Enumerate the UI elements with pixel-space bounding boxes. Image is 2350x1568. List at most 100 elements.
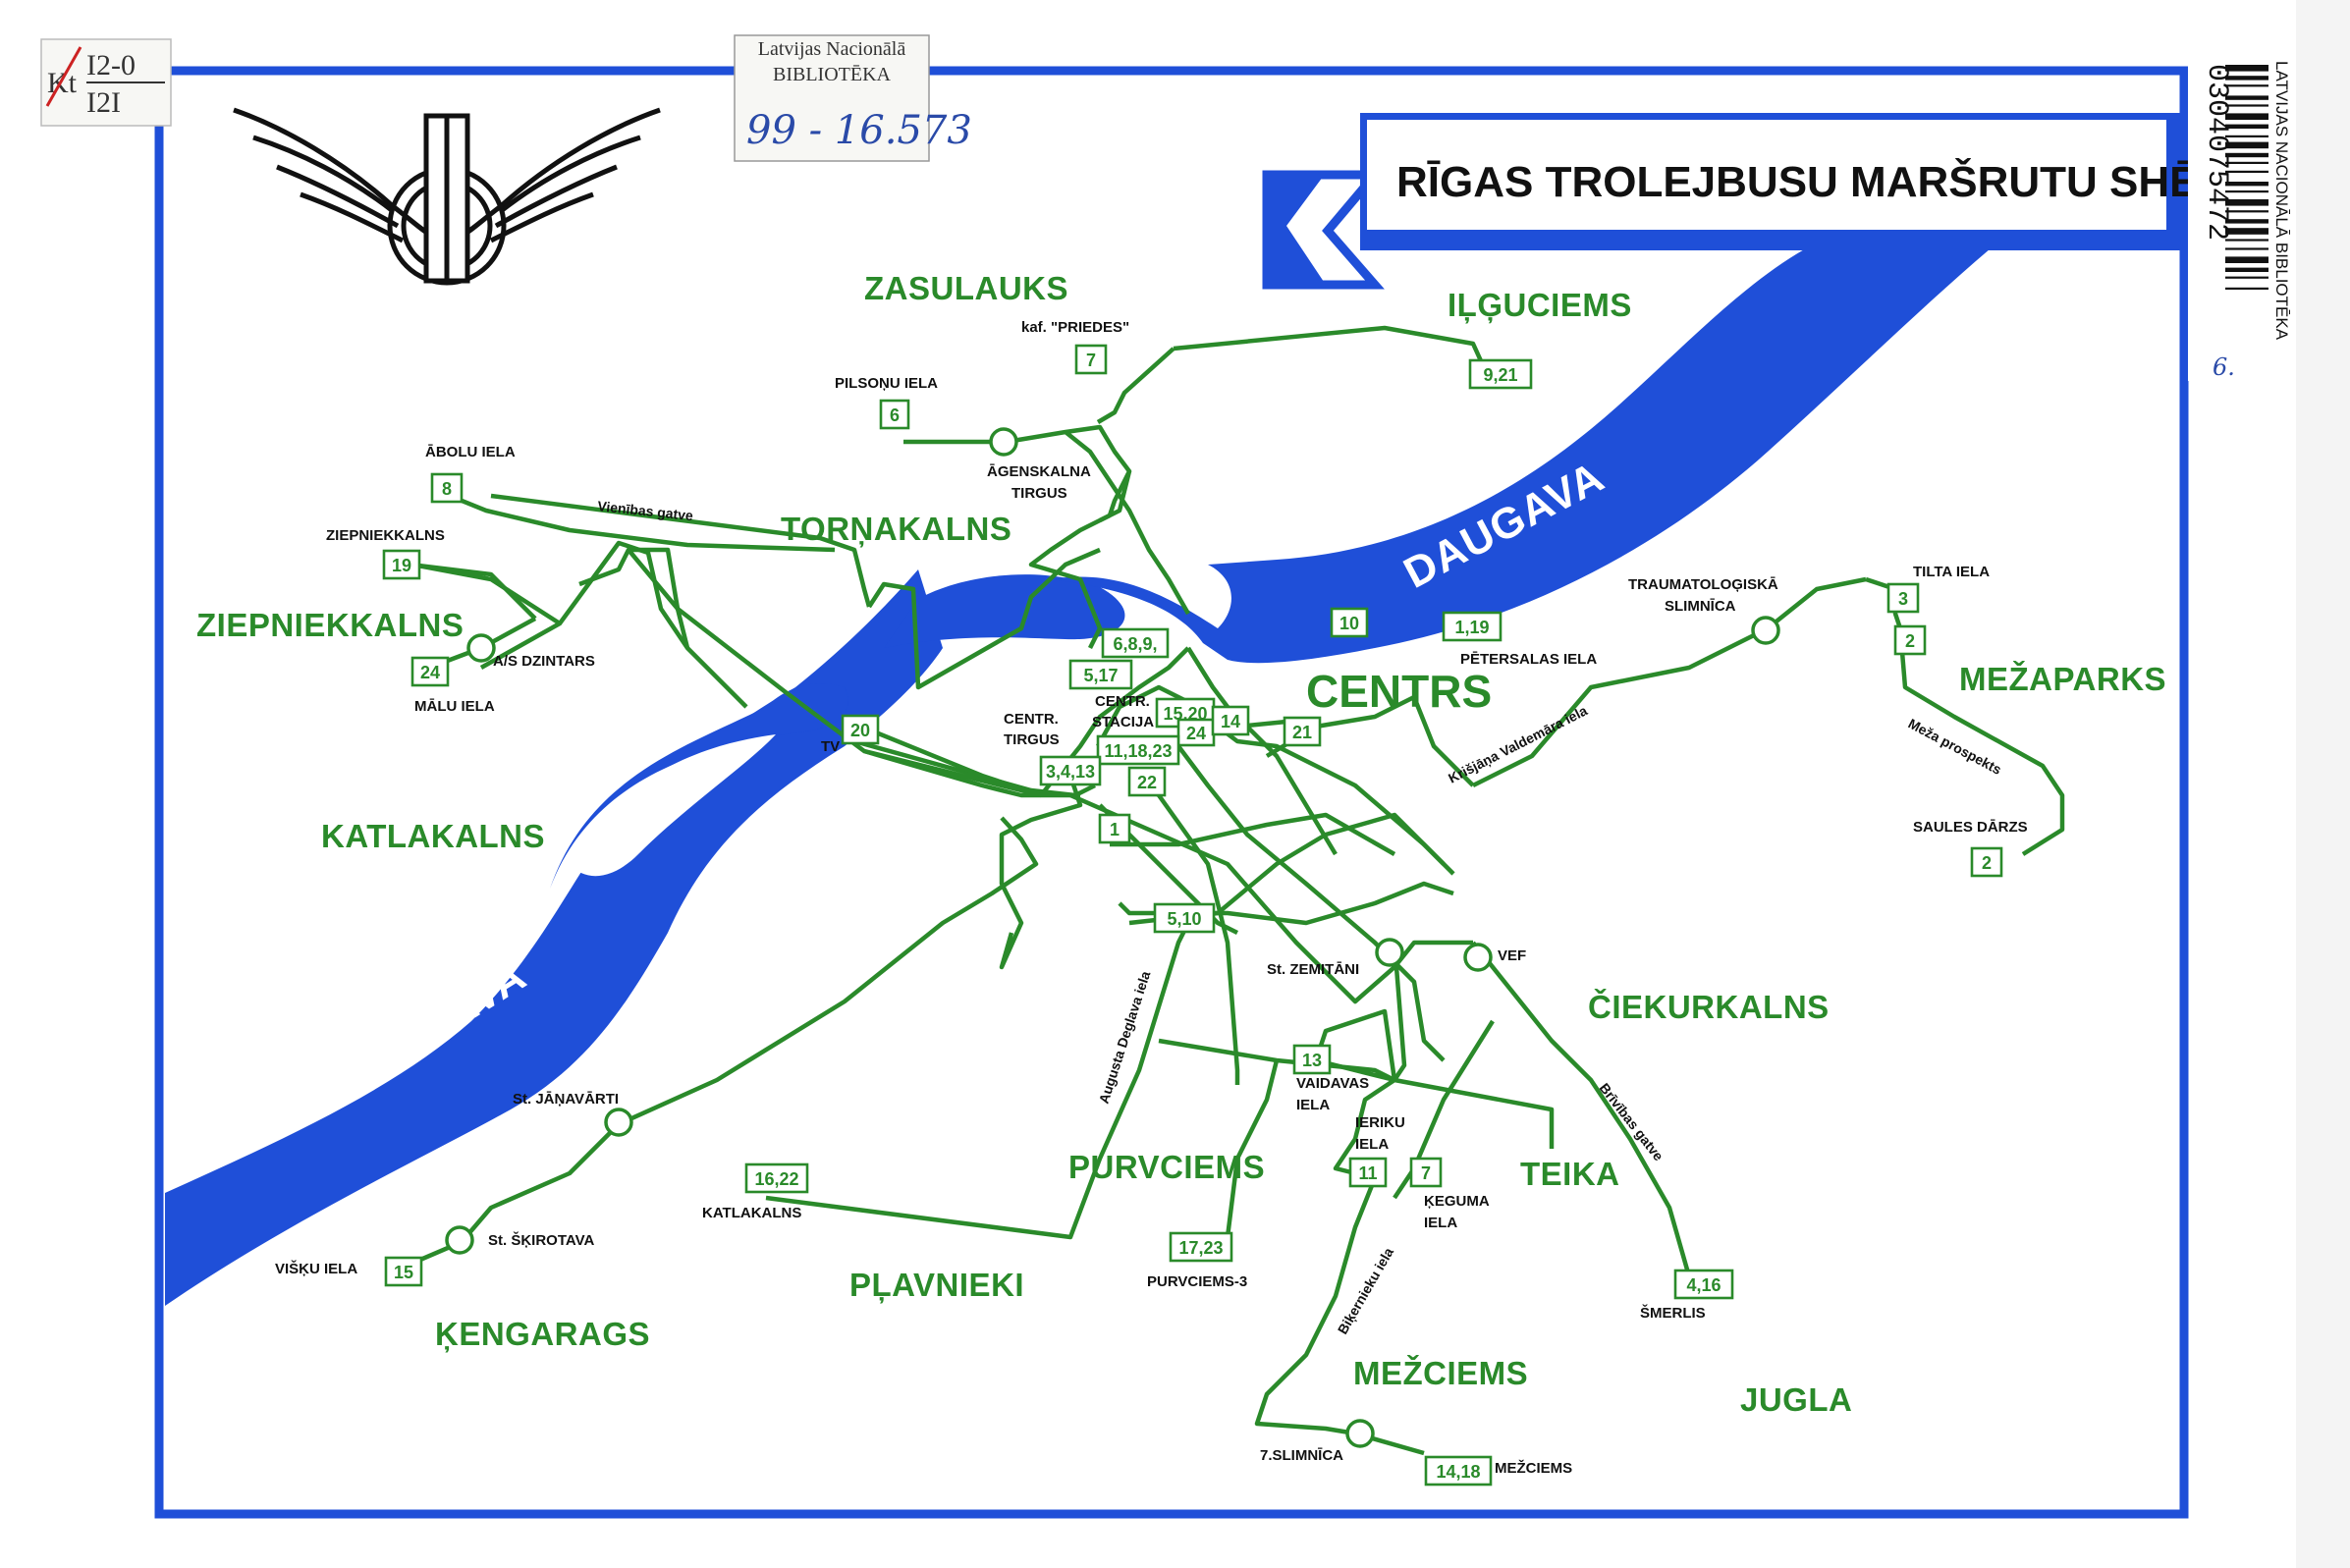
district-jugla: JUGLA bbox=[1740, 1381, 1852, 1418]
barcode-bar bbox=[2225, 228, 2268, 235]
barcode-bar bbox=[2225, 170, 2268, 173]
stop-malu: MĀLU IELA bbox=[414, 698, 495, 715]
route-box-19: 19 bbox=[382, 549, 421, 580]
district-ziepniekkalns: ZIEPNIEKKALNS bbox=[196, 607, 464, 643]
route-box-16-22: 16,22 bbox=[744, 1162, 809, 1194]
district-zasulauks: ZASULAUKS bbox=[864, 270, 1068, 306]
stop-keguma-2: IELA bbox=[1424, 1215, 1457, 1231]
barcode-label: 0304075472 LATVIJAS NACIONĀLĀ BIBLIOTĒKA… bbox=[2188, 57, 2294, 381]
barcode-bars bbox=[2225, 65, 2268, 290]
svg-text:7: 7 bbox=[1086, 351, 1096, 370]
banner-ribbon-fill bbox=[1265, 173, 1326, 285]
route-box-3: 3 bbox=[1886, 582, 1920, 614]
barcode-bar bbox=[2225, 113, 2268, 120]
route-box-1: 1 bbox=[1098, 813, 1131, 844]
stop-purvciems-3: PURVCIEMS-3 bbox=[1147, 1273, 1247, 1290]
stop-ziepniekkalns: ZIEPNIEKKALNS bbox=[326, 527, 445, 544]
stamp-line-1: Latvijas Nacionālā bbox=[758, 38, 906, 60]
svg-text:11,18,23: 11,18,23 bbox=[1104, 741, 1172, 761]
stop-smerlis: ŠMERLIS bbox=[1640, 1304, 1706, 1322]
station-circles bbox=[445, 427, 1780, 1448]
barcode-bar bbox=[2225, 161, 2268, 164]
route-box-21: 21 bbox=[1283, 716, 1322, 747]
stop-dzintars: A/S DZINTARS bbox=[493, 653, 595, 670]
svg-text:1: 1 bbox=[1110, 820, 1120, 839]
barcode-bar bbox=[2225, 256, 2268, 263]
stop-labels: kaf. "PRIEDES" PILSOŅU IELA ĀGENSKALNA T… bbox=[275, 319, 2028, 1477]
route-box-20: 20 bbox=[841, 714, 880, 745]
svg-text:14,18: 14,18 bbox=[1436, 1462, 1480, 1482]
stop-centr-tirgus-1: CENTR. bbox=[1004, 711, 1059, 728]
barcode-bar bbox=[2225, 76, 2268, 81]
stop-centr-tirgus-2: TIRGUS bbox=[1004, 731, 1060, 748]
svg-text:1,19: 1,19 bbox=[1454, 618, 1489, 637]
stamp-paper bbox=[734, 34, 930, 162]
svg-text:2: 2 bbox=[1982, 853, 1992, 873]
shelf-mark: Kt I2-0 I2I bbox=[40, 38, 172, 127]
svg-text:3,4,13: 3,4,13 bbox=[1046, 762, 1095, 782]
shelf-top: I2-0 bbox=[86, 49, 136, 81]
district-teika: TEIKA bbox=[1520, 1156, 1620, 1192]
station-7-slimnica bbox=[1345, 1419, 1375, 1448]
svg-text:7: 7 bbox=[1421, 1163, 1431, 1183]
stop-vaidavas-2: IELA bbox=[1296, 1097, 1330, 1113]
stop-agenskalna-2: TIRGUS bbox=[1011, 485, 1067, 502]
barcode-bar bbox=[2225, 95, 2268, 100]
route-box-10: 10 bbox=[1330, 607, 1369, 638]
district-centrs: CENTRS bbox=[1306, 666, 1492, 717]
river-island bbox=[574, 734, 776, 877]
svg-text:13: 13 bbox=[1302, 1051, 1322, 1070]
stop-vef: VEF bbox=[1498, 947, 1526, 964]
library-stamp: Latvijas Nacionālā BIBLIOTĒKA 99 - 16.57… bbox=[734, 34, 972, 162]
station-zemitani bbox=[1375, 938, 1404, 967]
route-box-3-4-13: 3,4,13 bbox=[1039, 755, 1102, 786]
barcode-bar bbox=[2225, 65, 2268, 72]
station-dzintars bbox=[466, 633, 496, 663]
stop-tilta: TILTA IELA bbox=[1913, 564, 1990, 580]
barcode-bar bbox=[2225, 219, 2268, 224]
barcode-bar bbox=[2225, 135, 2268, 137]
stop-vaidavas-1: VAIDAVAS bbox=[1296, 1075, 1369, 1092]
call-number: 99 - 16.573 bbox=[746, 108, 972, 153]
svg-text:4,16: 4,16 bbox=[1686, 1275, 1721, 1295]
shelf-bottom: I2I bbox=[86, 86, 121, 119]
station-agenskalna bbox=[989, 427, 1018, 457]
shelf-prefix: Kt bbox=[47, 67, 78, 99]
route-box-2-north: 2 bbox=[1893, 624, 1927, 656]
barcode-bar bbox=[2225, 276, 2268, 279]
svg-text:16,22: 16,22 bbox=[754, 1169, 798, 1189]
svg-text:24: 24 bbox=[420, 663, 440, 682]
route-box-8: 8 bbox=[430, 472, 464, 504]
stop-janavarti: St. JĀŅAVĀRTI bbox=[513, 1091, 619, 1108]
district-tornakalns: TORŅAKALNS bbox=[781, 511, 1011, 547]
stop-ieriku-2: IELA bbox=[1355, 1136, 1389, 1153]
svg-text:15: 15 bbox=[394, 1263, 413, 1282]
barcode-bar bbox=[2225, 199, 2268, 206]
svg-text:3: 3 bbox=[1898, 589, 1908, 609]
stop-abolu: ĀBOLU IELA bbox=[425, 444, 516, 460]
barcode-bar bbox=[2225, 190, 2268, 193]
route-box-22: 22 bbox=[1127, 766, 1167, 797]
route-box-7-keguma: 7 bbox=[1409, 1157, 1443, 1188]
district-purvciems: PURVCIEMS bbox=[1068, 1149, 1265, 1185]
stop-ieriku-1: IERIKU bbox=[1355, 1114, 1405, 1131]
svg-text:10: 10 bbox=[1339, 614, 1359, 633]
route-box-24-centre: 24 bbox=[1176, 718, 1216, 747]
station-vef bbox=[1463, 943, 1493, 972]
route-box-6-8-9: 6,8,9, bbox=[1101, 627, 1170, 659]
barcode-paper bbox=[2188, 57, 2294, 381]
barcode-bar bbox=[2225, 247, 2268, 250]
barcode-bar bbox=[2225, 84, 2268, 87]
barcode-bar bbox=[2225, 287, 2268, 290]
stop-katlakalns: KATLAKALNS bbox=[702, 1205, 801, 1221]
banner-box bbox=[1363, 116, 2170, 234]
barcode-bar bbox=[2225, 104, 2268, 107]
stop-zemitani: St. ZEMITĀNI bbox=[1267, 961, 1359, 978]
route-box-14-18: 14,18 bbox=[1424, 1455, 1493, 1487]
route-box-9-21: 9,21 bbox=[1468, 358, 1533, 390]
district-mezaparks: MEŽAPARKS bbox=[1959, 661, 2166, 697]
barcode-bar bbox=[2225, 152, 2268, 158]
winged-logo-icon bbox=[233, 107, 661, 286]
